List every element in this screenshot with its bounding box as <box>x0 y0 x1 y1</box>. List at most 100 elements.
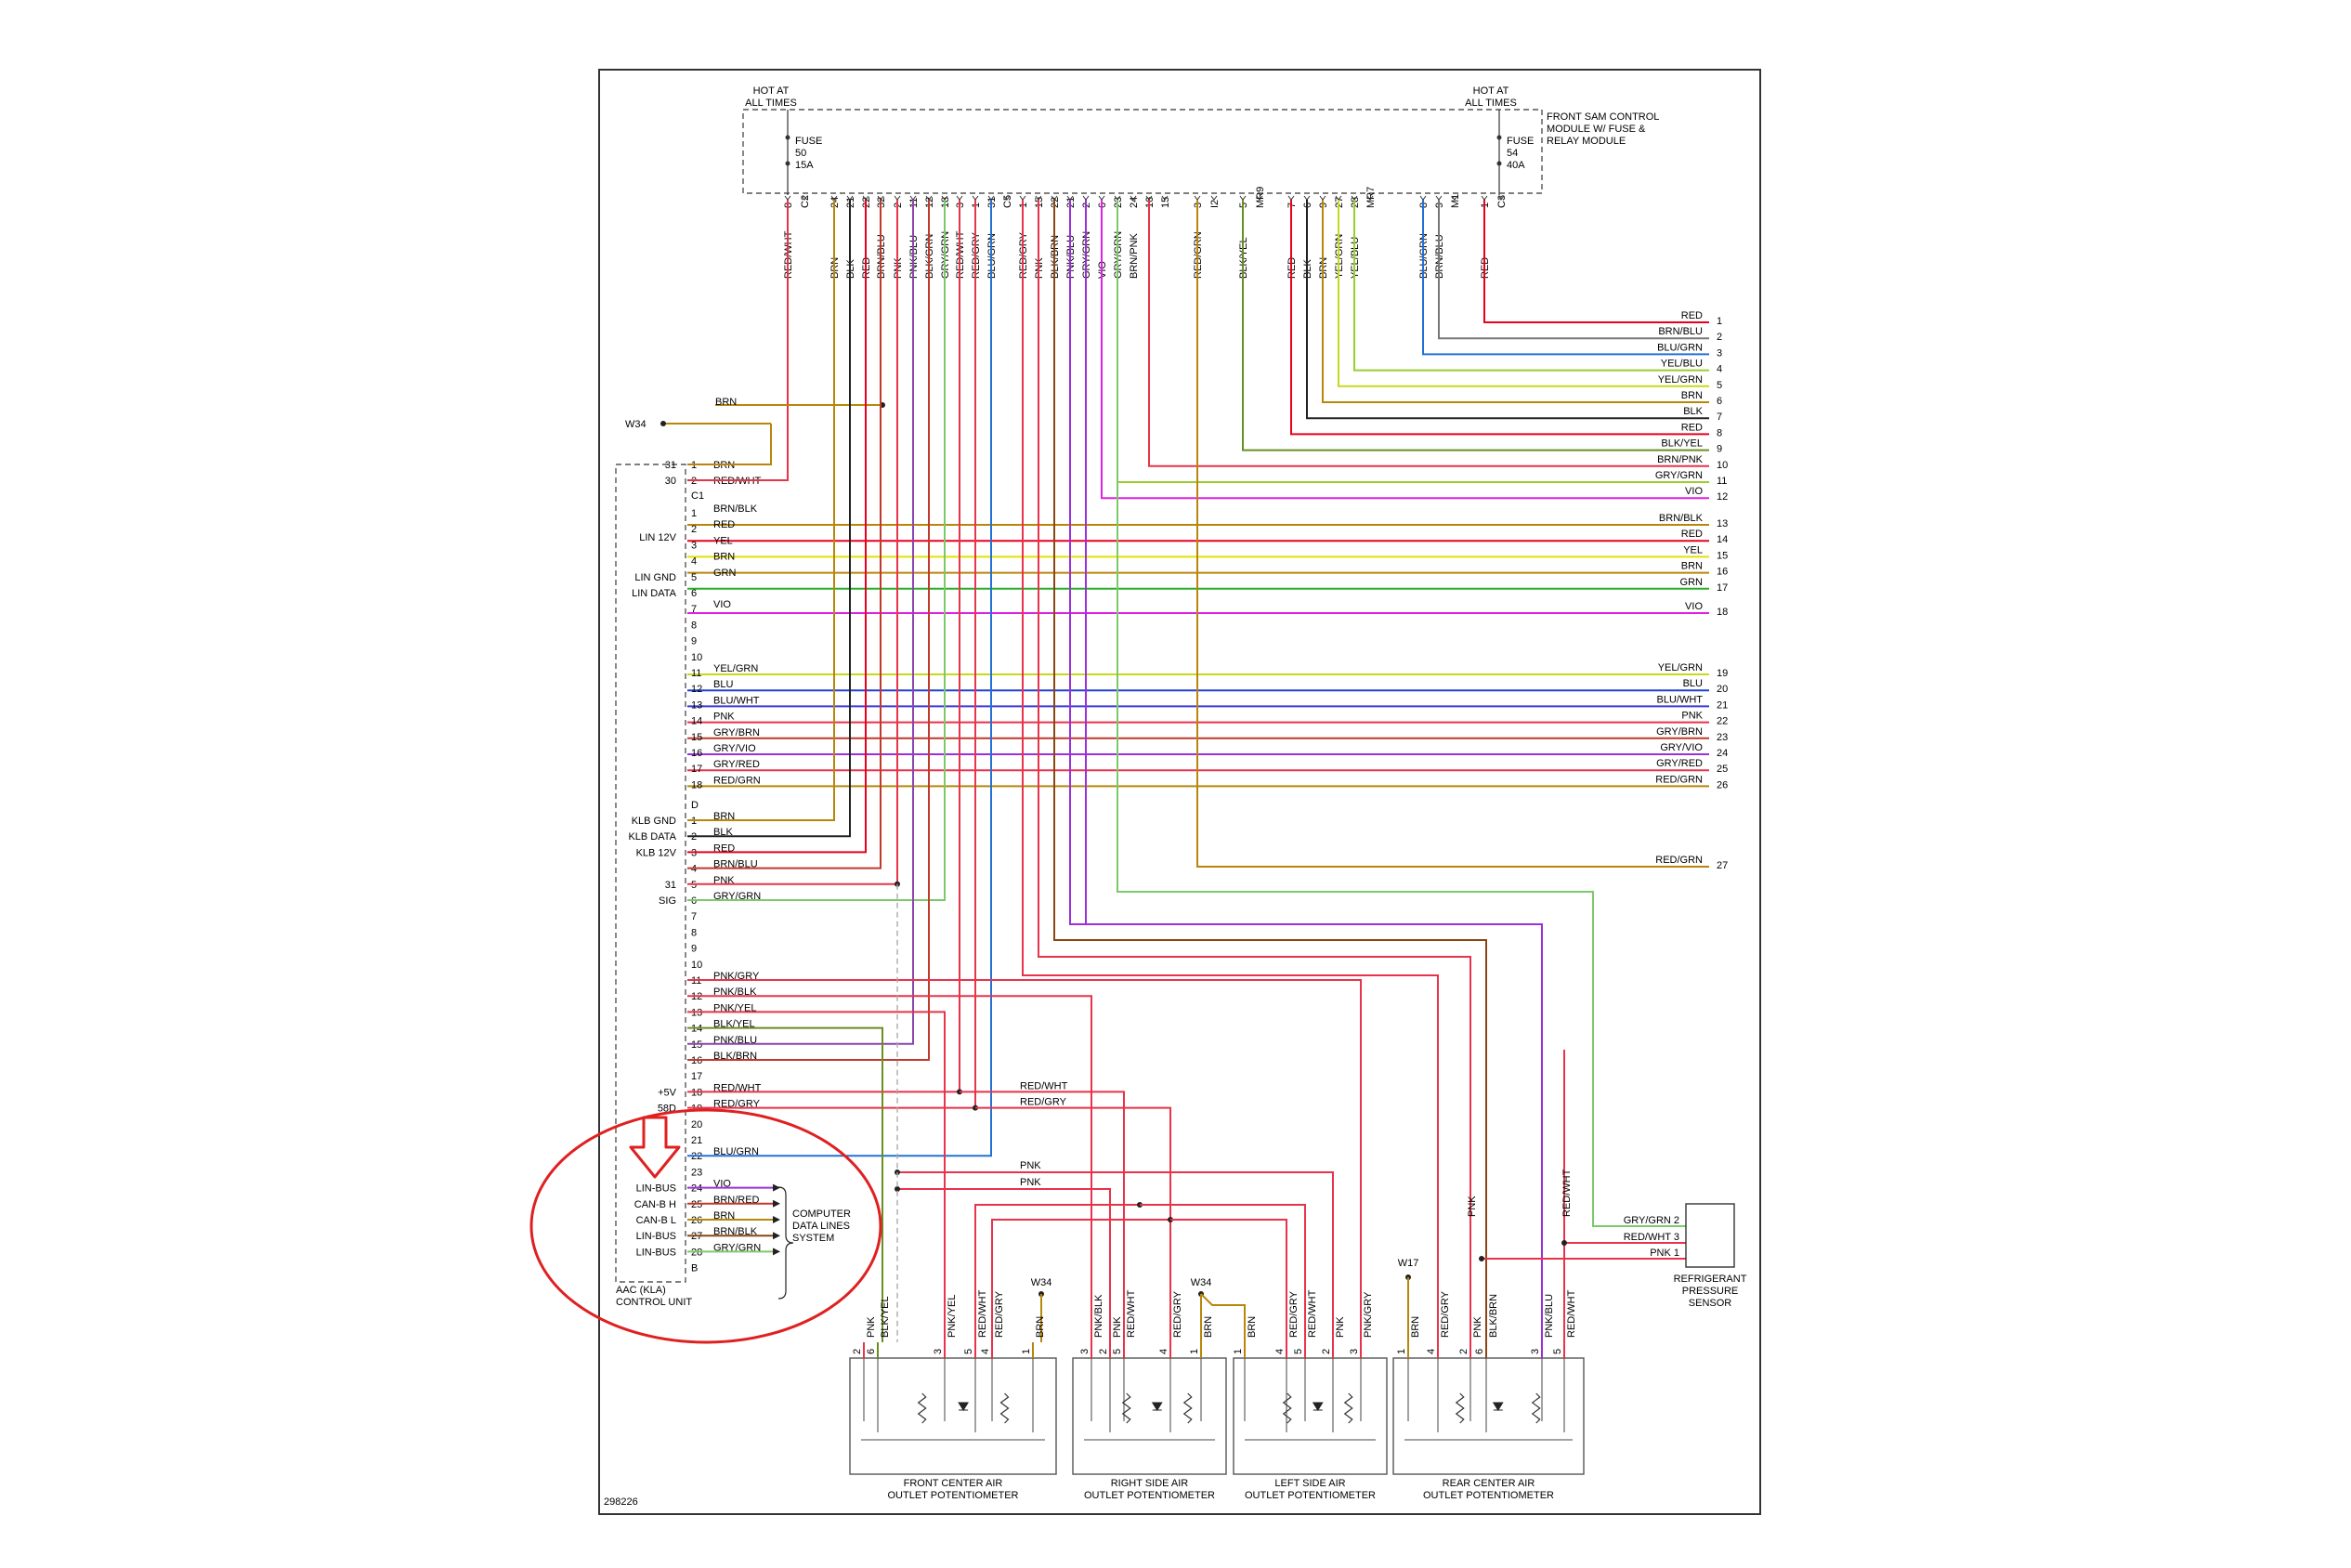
svg-text:40A: 40A <box>1507 160 1525 171</box>
right-row-label: BLU <box>1683 678 1703 689</box>
cu-side-label: LIN GND <box>634 572 676 583</box>
cu-d-run-1 <box>687 200 835 821</box>
right-feed-wire-2 <box>1438 200 1709 340</box>
potentiometer-pin-number: 2 <box>1458 1349 1469 1354</box>
right-feed-wire-8 <box>1290 200 1709 436</box>
cu-c1-wire-label: YEL/GRN <box>713 663 758 674</box>
computer-data-lines-label: COMPUTER DATA LINES SYSTEM <box>777 1186 851 1300</box>
right-row-label: BRN/BLU <box>1658 326 1703 337</box>
mid-red-wht <box>960 1091 1125 1342</box>
control-unit-title: AAC (KLA) CONTROL UNIT <box>616 1285 692 1308</box>
run-red-gry-rear <box>1022 200 1439 1342</box>
potentiometer-title: OUTLET POTENTIOMETER <box>1423 1490 1554 1501</box>
cu-c1-header: C1 <box>691 490 704 502</box>
mid-label-red-gry: RED/GRY <box>1020 1097 1067 1108</box>
led-icon <box>1151 1402 1163 1411</box>
svg-text:FUSE: FUSE <box>795 136 822 147</box>
potentiometer-pin-number: 4 <box>1426 1349 1437 1354</box>
cu-c1-pin-10: 10 <box>691 652 702 663</box>
resistor-icon <box>1531 1392 1541 1424</box>
top-pin-number: I2 <box>1209 200 1221 208</box>
refrigerant-pressure-sensor: REFRIGERANT PRESSURE SENSOR <box>1674 1203 1747 1309</box>
potentiometer-pin-wire: PNK/BLU <box>1544 1294 1555 1338</box>
cu-d-run-2 <box>687 200 851 838</box>
potentiometer-pin-wire: RED/GRY <box>1172 1290 1183 1338</box>
cu-side-label: CAN-B H <box>634 1199 676 1210</box>
cu-d-run-6 <box>687 200 946 901</box>
right-row-number: 9 <box>1717 444 1722 455</box>
cu-d-pin-number: 20 <box>691 1119 702 1130</box>
cu-c1-wire-label: GRY/RED <box>713 759 760 770</box>
pnk-b-dot <box>895 1186 900 1192</box>
top-pin-36: M1 <box>1450 194 1461 208</box>
top-pin-number: C5 <box>1002 195 1013 208</box>
pin-glyph <box>1130 195 1137 201</box>
cu-c1-pin-number: 17 <box>691 764 702 775</box>
right-feed-wire-10 <box>1148 200 1709 467</box>
cu-c1-wire-label: YEL <box>713 535 733 546</box>
cu-c1-pin-number: 16 <box>691 748 702 759</box>
right-row-number: 10 <box>1717 460 1728 471</box>
potentiometer-pin-number: 4 <box>980 1349 991 1354</box>
potentiometer-pin-number: 3 <box>1530 1349 1541 1354</box>
cu-c1-pin-number: 7 <box>691 604 697 615</box>
potentiometer-box <box>849 1357 1057 1475</box>
data-line-arrow-icon <box>773 1216 780 1223</box>
led-icon <box>1312 1402 1324 1411</box>
top-pin-number: C3 <box>1496 195 1508 208</box>
potentiometer-pin-wire: RED/WHT <box>1126 1289 1137 1338</box>
front-sam-module-label: FRONT SAM CONTROL MODULE W/ FUSE & RELAY… <box>1547 111 1659 147</box>
cu-b-header: B <box>691 1263 698 1274</box>
cu-c1-pin-9: 9 <box>691 636 697 647</box>
right-row-number: 11 <box>1717 476 1727 487</box>
cu-c1-pin-number: 3 <box>691 540 697 551</box>
cu-c1-wire-label: PNK <box>713 712 735 723</box>
cu-power-side: 31 <box>665 460 676 471</box>
pin-glyph <box>1366 195 1374 201</box>
svg-text:SENSOR: SENSOR <box>1689 1298 1732 1309</box>
potentiometer-pin-wire: RED/WHT <box>1566 1289 1577 1338</box>
potentiometer-pin-wire: PNK <box>1472 1316 1483 1338</box>
run-pnk-blu <box>1069 200 1543 1342</box>
cu-pin31-wire <box>687 424 772 465</box>
mid-label-red-wht: RED/WHT <box>1020 1080 1068 1091</box>
right-row-number: 18 <box>1717 607 1728 618</box>
potentiometer-pin-wire: RED/GRY <box>1288 1290 1300 1338</box>
right-row-label: RED <box>1681 310 1703 321</box>
sensor-pin-label: RED/WHT 3 <box>1624 1232 1679 1243</box>
cu-c1-wire-label: BRN/BLK <box>713 503 758 515</box>
potentiometer-pin-number: 5 <box>1293 1349 1304 1354</box>
potentiometer-pin-number: 1 <box>1396 1349 1407 1354</box>
right-row-number: 21 <box>1717 699 1728 711</box>
pin-glyph <box>1161 195 1169 201</box>
front-sam-module-box <box>742 109 1543 194</box>
cu-d-pin-number: 10 <box>691 960 702 971</box>
svg-text:MODULE W/ FUSE &: MODULE W/ FUSE & <box>1547 124 1646 135</box>
cu-side-label: CAN-B L <box>636 1215 676 1226</box>
right-row-number: 4 <box>1717 364 1722 375</box>
top-pin-number: MR7 <box>1365 187 1377 208</box>
cu-d-run-15 <box>687 200 914 1045</box>
mid-red-wht-fc <box>974 1204 1140 1342</box>
top-pin-13: C5 <box>1002 195 1013 208</box>
cu-d-pin-number: 17 <box>691 1071 702 1082</box>
right-row-label: GRN <box>1680 577 1704 588</box>
cu-c1-wire-label: BRN <box>713 552 735 563</box>
control-unit-box <box>615 464 686 1283</box>
potentiometer-title: REAR CENTER AIR <box>1443 1478 1535 1489</box>
cu-d-pin-number: 23 <box>691 1167 702 1178</box>
svg-text:CONTROL UNIT: CONTROL UNIT <box>616 1297 692 1308</box>
cu-d-pin-23: 23 <box>691 1167 702 1178</box>
cu-d-pin-21: 21 <box>691 1135 702 1146</box>
cu-c1-pin-number: 4 <box>691 556 697 568</box>
cu-c1-pin-number: 1 <box>691 508 697 519</box>
